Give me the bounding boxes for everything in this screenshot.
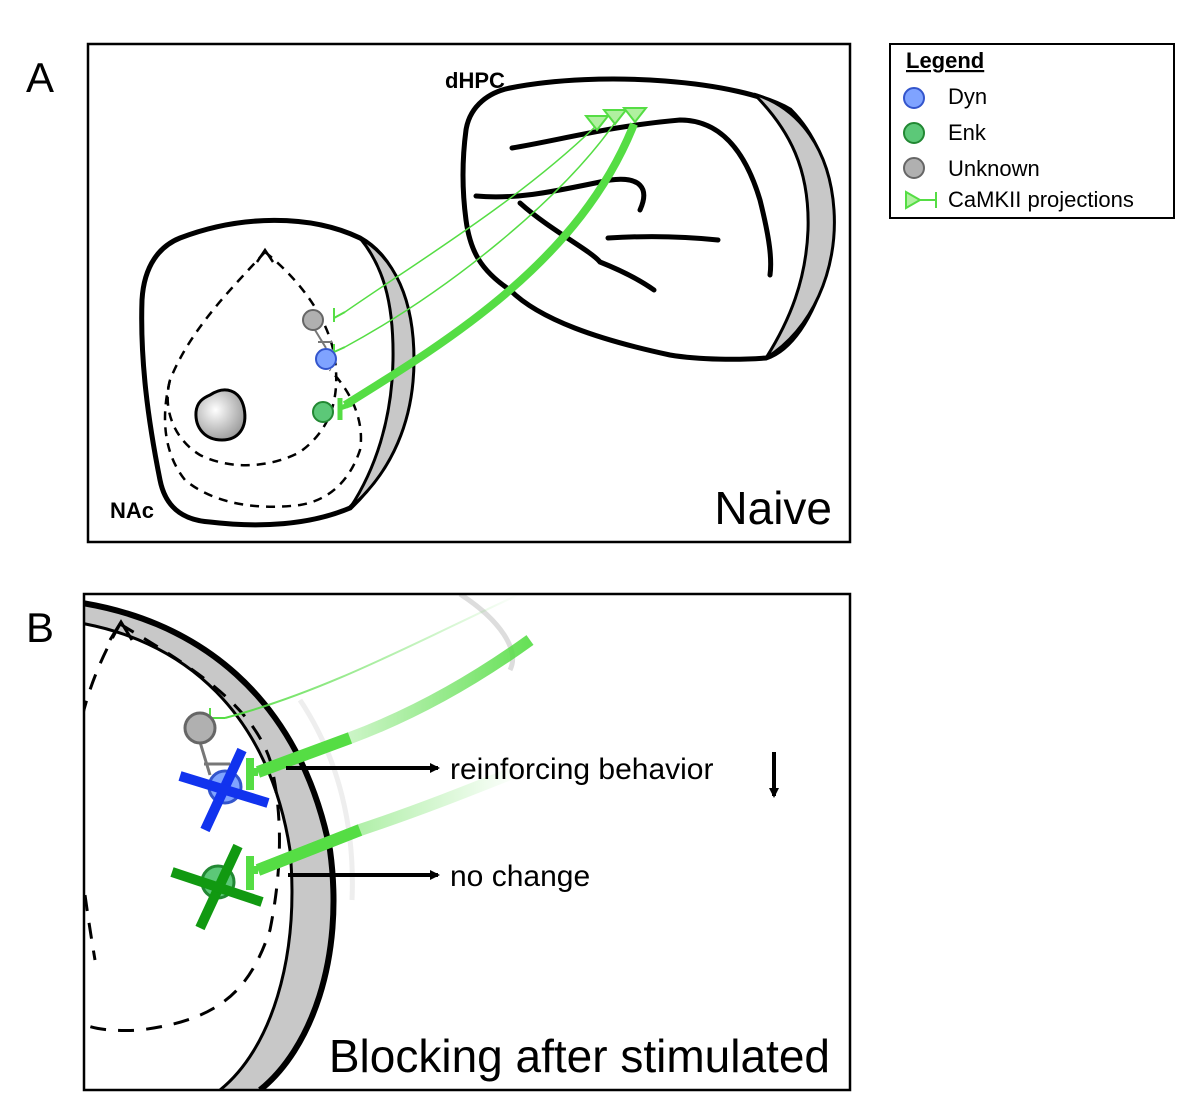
effect-label-bottom: no change	[450, 860, 590, 893]
neurons-a	[302, 309, 337, 423]
panel-b-zoom	[84, 594, 534, 1090]
nac-section	[139, 217, 416, 528]
legend: Legend Dyn Enk Unknown CaMKII projection…	[889, 43, 1175, 219]
panel-b-letter: B	[26, 604, 54, 651]
legend-dyn-marker	[903, 87, 925, 109]
nac-label: NAc	[110, 498, 154, 523]
legend-item-enk: Enk	[948, 120, 987, 145]
legend-enk-marker	[903, 122, 925, 144]
unknown-neuron	[302, 309, 324, 331]
panel-b-condition: Blocking after stimulated	[329, 1030, 830, 1082]
legend-unknown-marker	[903, 157, 925, 179]
panel-b-frame	[82, 592, 852, 1092]
legend-item-dyn: Dyn	[948, 84, 987, 109]
legend-item-unknown: Unknown	[948, 156, 1040, 181]
panel-a-letter: A	[26, 54, 54, 101]
ventricle-icon	[194, 388, 247, 442]
panel-a-frame	[86, 42, 852, 544]
panel-a-condition: Naive	[714, 482, 832, 534]
enk-block-icon	[170, 843, 264, 931]
terminal-icon	[601, 109, 629, 126]
terminal-icon	[621, 107, 649, 124]
dyn-neuron	[315, 348, 337, 370]
camkii-projections-a	[333, 107, 649, 420]
enk-neuron	[312, 401, 334, 423]
dhpc-section	[460, 76, 836, 362]
legend-item-camkii: CaMKII projections	[948, 187, 1134, 212]
legend-title: Legend	[906, 48, 984, 73]
dhpc-label: dHPC	[445, 68, 505, 93]
terminal-icon	[583, 115, 611, 132]
dyn-block-icon	[178, 747, 270, 833]
unknown-neuron-b	[183, 711, 217, 745]
effect-label-top: reinforcing behavior	[450, 753, 713, 786]
terminal-icon	[905, 190, 923, 210]
